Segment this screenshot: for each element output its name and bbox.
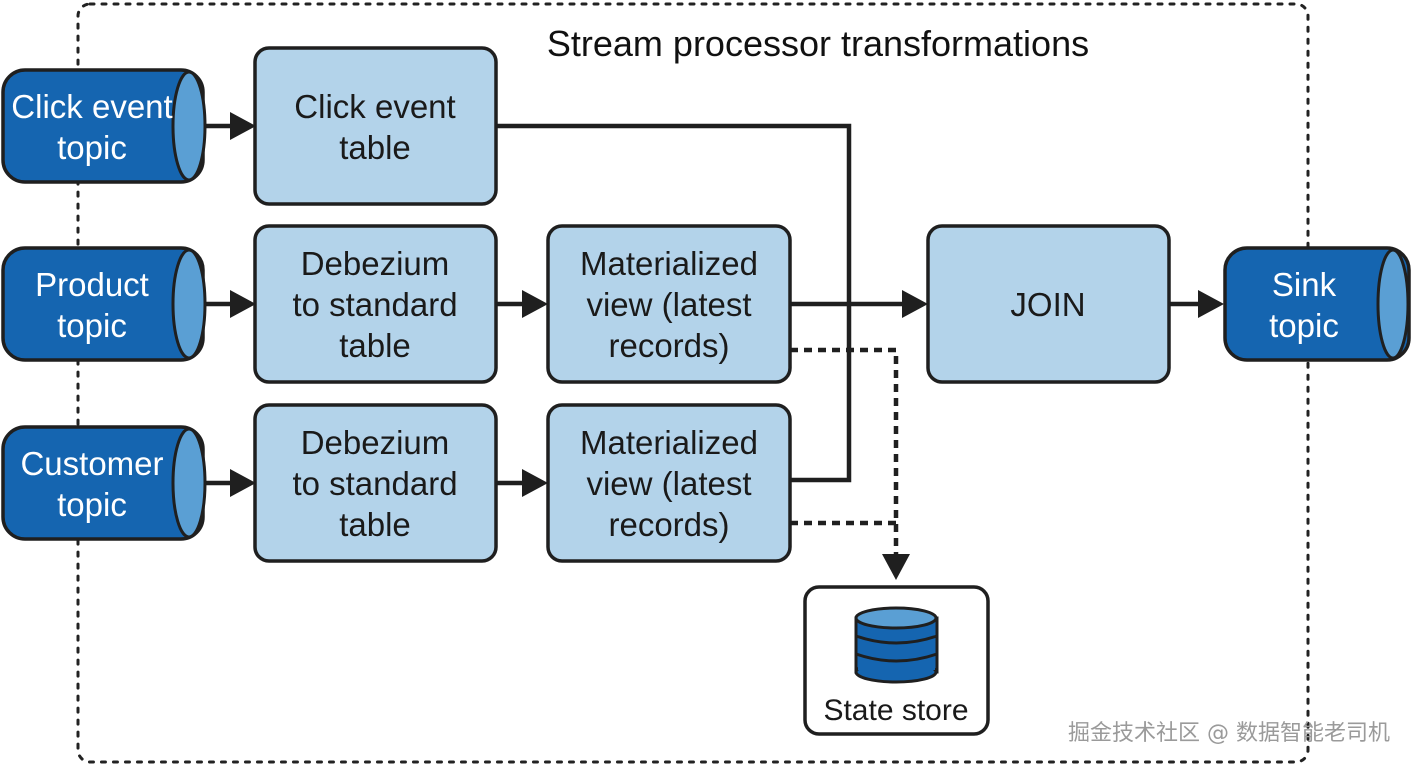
topic-label: topic (57, 486, 127, 523)
edge-product-view-to-state-store (790, 347, 899, 556)
arrowhead (522, 469, 548, 497)
watermark-text: 掘金技术社区 @ 数据智能老司机 (1068, 721, 1390, 746)
box-label: Debezium (301, 245, 450, 282)
state-store-label: State store (823, 694, 968, 727)
arrowhead (230, 290, 256, 318)
click-event-table-box: Click event table (253, 46, 498, 206)
join-box: JOIN (926, 224, 1171, 384)
box-label: to standard (292, 465, 457, 502)
arrowhead (882, 554, 910, 580)
box-label: Materialized (580, 424, 758, 461)
arrowhead (522, 290, 548, 318)
box-label: Debezium (301, 424, 450, 461)
customer-debezium-box: Debezium to standard table (253, 403, 498, 563)
diagram-title: Stream processor transformations (547, 23, 1089, 64)
box-label: Click event (294, 88, 455, 125)
arrowhead (230, 112, 256, 140)
topic-label: topic (1269, 307, 1339, 344)
product-topic: Product topic (1, 246, 207, 362)
topic-label: Product (35, 266, 149, 303)
arrowhead (230, 469, 256, 497)
sink-topic: Sink topic (1223, 246, 1411, 362)
box-label: JOIN (1010, 286, 1085, 323)
topic-label: topic (57, 129, 127, 166)
database-icon (854, 606, 939, 684)
edge-click-table-to-join (496, 123, 852, 304)
topic-label: topic (57, 307, 127, 344)
product-materialized-view-box: Materialized view (latest records) (546, 224, 792, 384)
product-debezium-box: Debezium to standard table (253, 224, 498, 384)
box-label: to standard (292, 286, 457, 323)
topic-label: Click event (11, 88, 172, 125)
box-label: records) (608, 506, 729, 543)
customer-topic: Customer topic (1, 425, 207, 541)
topic-label: Sink (1272, 266, 1337, 303)
topic-label: Customer (20, 445, 163, 482)
arrowhead (902, 290, 928, 318)
box-label: Materialized (580, 245, 758, 282)
box-label: view (latest (586, 286, 751, 323)
box-label: table (339, 327, 411, 364)
processor-frame (76, 2, 1310, 764)
arrowhead (1198, 290, 1224, 318)
box-label: records) (608, 327, 729, 364)
box-label: table (339, 129, 411, 166)
customer-materialized-view-box: Materialized view (latest records) (546, 403, 792, 563)
state-store-box: State store (803, 585, 990, 736)
box-label: table (339, 506, 411, 543)
box-label: view (latest (586, 465, 751, 502)
click-event-topic: Click event topic (1, 68, 207, 184)
edge-customer-view-to-join (790, 304, 852, 483)
